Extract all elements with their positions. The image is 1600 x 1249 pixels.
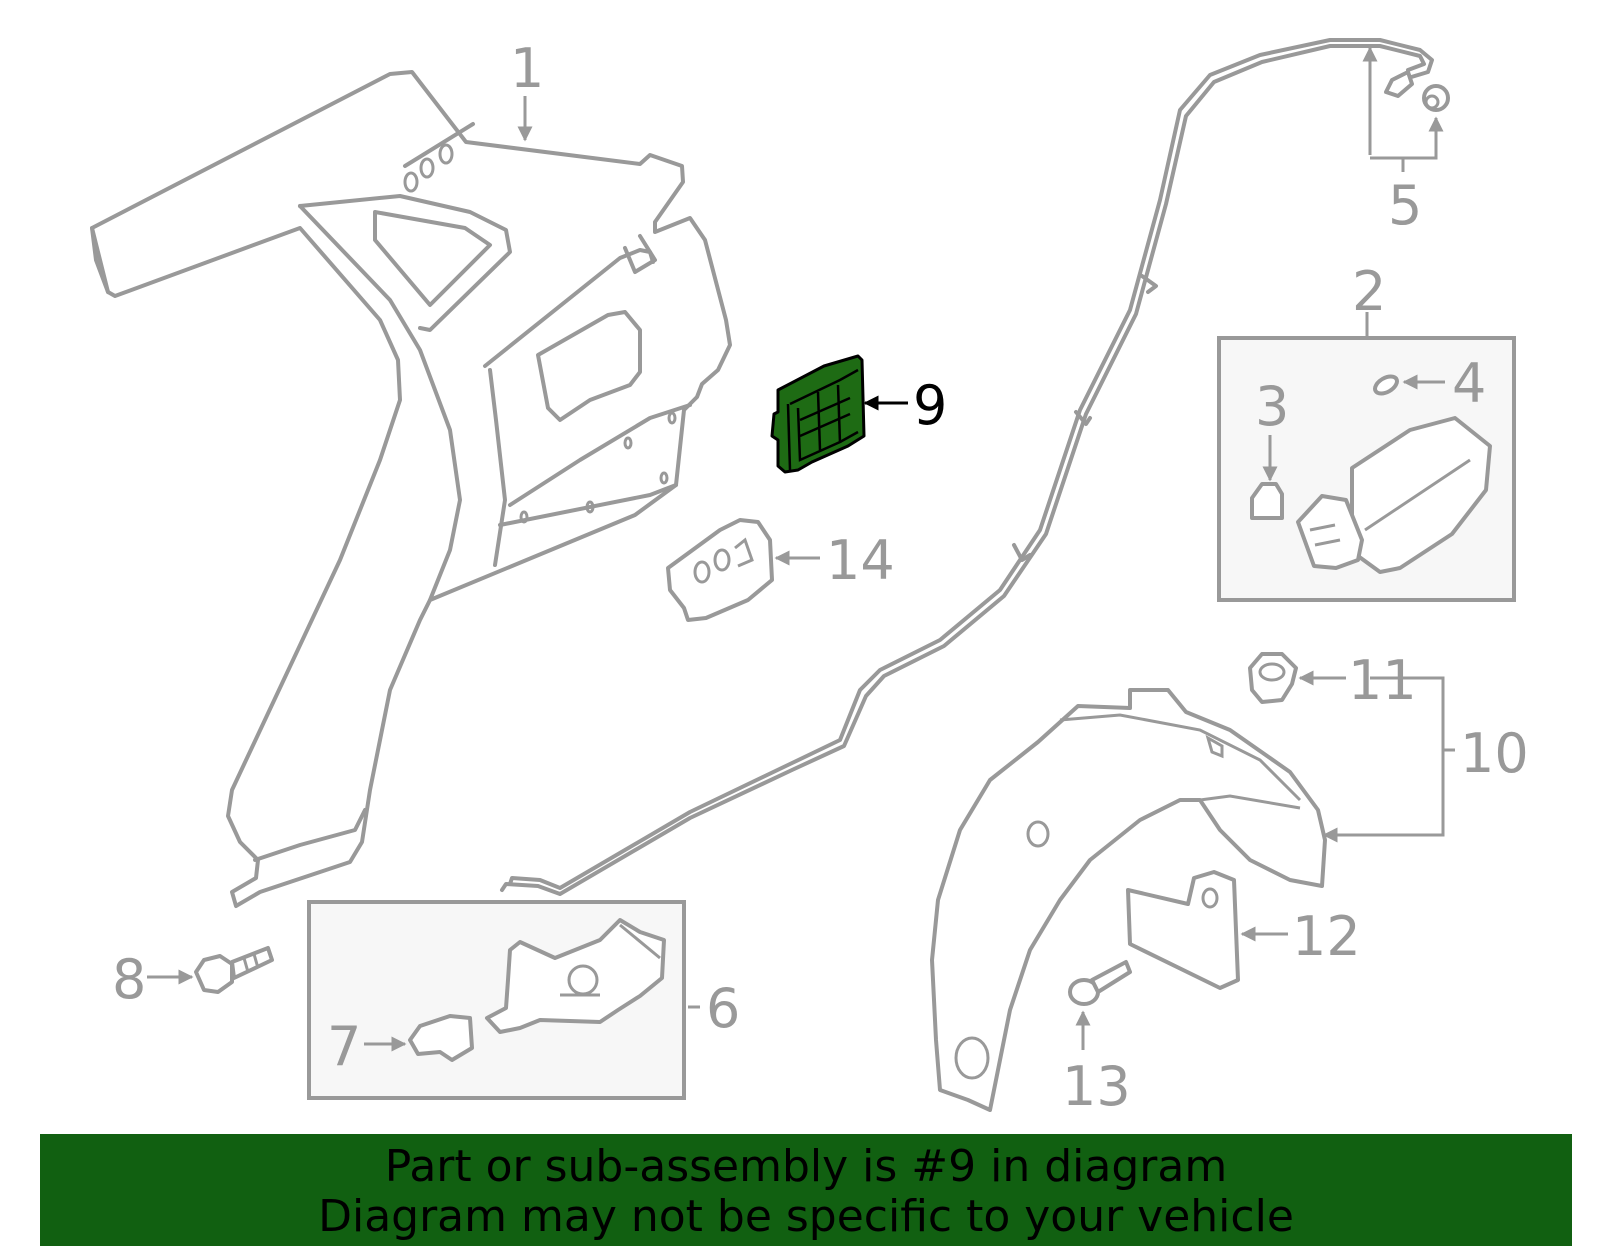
info-banner: Part or sub-assembly is #9 in diagram Di… bbox=[40, 1134, 1572, 1246]
callout-14: 14 bbox=[826, 529, 895, 592]
bolt-part bbox=[194, 946, 274, 994]
callout-2: 2 bbox=[1352, 260, 1386, 323]
callout-11: 11 bbox=[1348, 649, 1417, 712]
callout-7: 7 bbox=[327, 1015, 361, 1078]
fuel-filler-housing-part bbox=[770, 354, 866, 474]
callout-6: 6 bbox=[706, 977, 740, 1040]
callout-1: 1 bbox=[510, 37, 544, 100]
fuel-door-box bbox=[1217, 312, 1516, 602]
quarter-panel-part bbox=[90, 70, 732, 908]
mud-flap-part bbox=[1126, 870, 1240, 990]
fuel-door-lock-box bbox=[307, 900, 686, 1100]
banner-line-2: Diagram may not be specific to your vehi… bbox=[318, 1191, 1294, 1242]
callout-5: 5 bbox=[1388, 174, 1422, 237]
callout-9: 9 bbox=[913, 374, 947, 437]
callout-10: 10 bbox=[1460, 722, 1529, 785]
bracket-part bbox=[666, 518, 774, 622]
callout-12: 12 bbox=[1292, 905, 1361, 968]
fuel-door-cable-part bbox=[500, 38, 1434, 896]
callout-13: 13 bbox=[1062, 1055, 1131, 1118]
callout-8: 8 bbox=[112, 948, 146, 1011]
clip-part bbox=[1248, 652, 1298, 704]
wheelhouse-liner-part bbox=[930, 688, 1327, 1112]
banner-line-1: Part or sub-assembly is #9 in diagram bbox=[384, 1141, 1228, 1192]
screw-part bbox=[1068, 960, 1132, 1006]
callout-10-arrow bbox=[1322, 676, 1445, 843]
callout-4: 4 bbox=[1452, 352, 1486, 415]
cable-fitting-part bbox=[1384, 70, 1450, 112]
callout-5-arrow-b bbox=[1370, 116, 1444, 160]
callout-3: 3 bbox=[1255, 375, 1289, 438]
